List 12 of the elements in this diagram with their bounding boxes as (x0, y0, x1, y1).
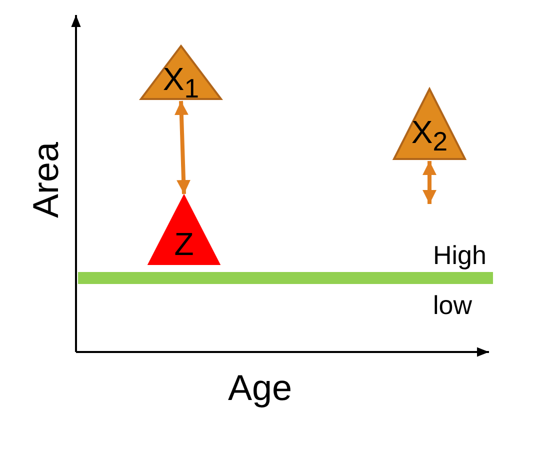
triangle-marker (393, 88, 466, 160)
node-label: Z (174, 228, 194, 260)
double-arrow (174, 100, 191, 194)
node-label: X$_{1}$ (162, 63, 200, 102)
axis-title: Age (228, 370, 292, 406)
triangle-marker (140, 45, 222, 100)
axis-title: Area (28, 142, 64, 218)
level-label: low (433, 292, 472, 318)
double-arrow (422, 161, 436, 204)
node-label: X$_{2}$ (411, 116, 448, 156)
level-label: High (433, 242, 486, 268)
triangle-marker (148, 195, 220, 265)
